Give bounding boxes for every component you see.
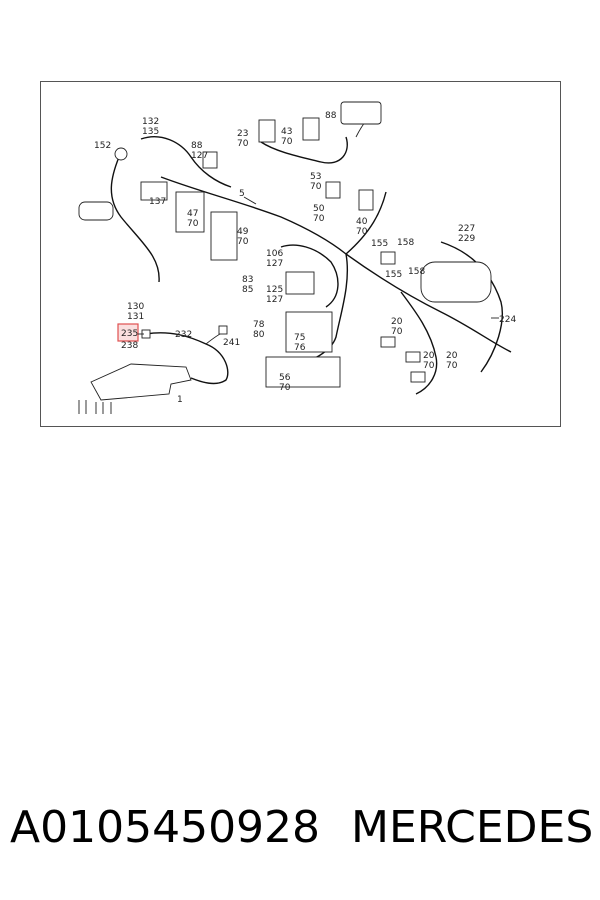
- callout-76: 76: [294, 343, 306, 353]
- callout-127-lower: 127: [266, 259, 283, 269]
- callout-49: 49: [237, 227, 249, 237]
- callout-106: 106: [266, 249, 283, 259]
- callout-131: 131: [127, 312, 144, 322]
- harness-branch-relays: [260, 136, 348, 164]
- callout-23-70: 70: [237, 139, 249, 149]
- callout-135: 135: [142, 127, 159, 137]
- callout-20-70-c: 20: [446, 351, 458, 361]
- callout-130: 130: [127, 302, 144, 312]
- callout-47-70: 70: [187, 219, 199, 229]
- callout-125: 125: [266, 285, 283, 295]
- connector-20-70-c: [410, 371, 426, 383]
- callout-5: 5: [239, 189, 245, 199]
- callout-56-70: 70: [279, 383, 291, 393]
- callout-155-lower: 155: [385, 270, 402, 280]
- main-harness-wire: [160, 176, 512, 353]
- relay-43: [302, 117, 320, 141]
- callout-227: 227: [458, 224, 475, 234]
- harness-branch-224: [440, 241, 503, 373]
- callout-158-top: 158: [397, 238, 414, 248]
- callout-23: 23: [237, 129, 248, 139]
- callout-20-70-b: 20: [423, 351, 435, 361]
- callout-88-top: 88: [325, 111, 337, 121]
- bracket-75-76: [285, 311, 333, 353]
- wiring-harness-diagram: 88 132 135 23 70 43 70 152 88 127 53 70 …: [78, 101, 516, 414]
- bracket-part-1: [90, 363, 192, 401]
- callout-224: 224: [499, 315, 516, 325]
- leader-232: [175, 333, 192, 338]
- callout-70-a: 70: [391, 327, 403, 337]
- harness-branch-top: [140, 136, 232, 188]
- callout-158-lower: 158: [408, 267, 425, 277]
- component-137: [140, 181, 168, 201]
- harness-branch-left: [110, 156, 160, 283]
- callout-235: 235: [121, 329, 138, 339]
- connector-20-70-b: [405, 351, 421, 363]
- callout-75: 75: [294, 333, 305, 343]
- callout-127-mid: 127: [191, 151, 208, 161]
- fuse-box-49: [210, 211, 238, 261]
- callout-43-70: 70: [281, 137, 293, 147]
- component-47: [175, 191, 205, 233]
- callout-43: 43: [281, 127, 292, 137]
- callout-232: 232: [175, 330, 192, 340]
- callout-53: 53: [310, 172, 321, 182]
- callout-85: 85: [242, 285, 253, 295]
- callout-88-mid: 88: [191, 141, 203, 151]
- relay-53: [325, 181, 341, 199]
- callout-40: 40: [356, 217, 368, 227]
- harness-branch-right: [345, 191, 387, 255]
- relay-88-127: [202, 151, 218, 169]
- leader-5: [243, 196, 257, 205]
- callout-83: 83: [242, 275, 253, 285]
- component-88-top: [340, 101, 382, 125]
- component-125: [285, 271, 315, 295]
- cylinder-227-229: [420, 261, 492, 303]
- callout-50: 50: [313, 204, 325, 214]
- callout-56: 56: [279, 373, 291, 383]
- callout-40-70: 70: [356, 227, 368, 237]
- callout-238: 238: [121, 341, 138, 351]
- brand-text: MERCEDES: [351, 802, 594, 853]
- callout-1: 1: [177, 395, 183, 405]
- connector-152: [114, 147, 128, 161]
- callout-127-bottom: 127: [266, 295, 283, 305]
- harness-branch-lower-right: [400, 291, 438, 395]
- callout-47: 47: [187, 209, 198, 219]
- callout-70-b: 70: [423, 361, 435, 371]
- callout-49-70: 70: [237, 237, 249, 247]
- callout-50-70: 70: [313, 214, 325, 224]
- callout-80: 80: [253, 330, 265, 340]
- callout-78: 78: [253, 320, 265, 330]
- highlight-box-235: [117, 323, 139, 342]
- callout-137: 137: [149, 197, 166, 207]
- callout-152: 152: [94, 141, 111, 151]
- module-56: [265, 356, 341, 388]
- clips-left: [78, 400, 112, 414]
- connector-20-70-a: [380, 336, 396, 348]
- wiring-diagram-frame: 88 132 135 23 70 43 70 152 88 127 53 70 …: [40, 81, 561, 427]
- part-number-text: A0105450928: [10, 802, 321, 853]
- callout-70-c: 70: [446, 361, 458, 371]
- callout-241: 241: [223, 338, 240, 348]
- callout-53-70: 70: [310, 182, 322, 192]
- connector-241: [218, 325, 228, 335]
- relay-23: [258, 119, 276, 143]
- callout-20-70-a: 20: [391, 317, 403, 327]
- callout-132: 132: [142, 117, 159, 127]
- connector-155-158: [380, 251, 396, 265]
- callout-155-top: 155: [371, 239, 388, 249]
- harness-branch-center: [280, 244, 339, 308]
- callout-229: 229: [458, 234, 475, 244]
- relay-40: [358, 189, 374, 211]
- component-left-connector: [78, 201, 114, 221]
